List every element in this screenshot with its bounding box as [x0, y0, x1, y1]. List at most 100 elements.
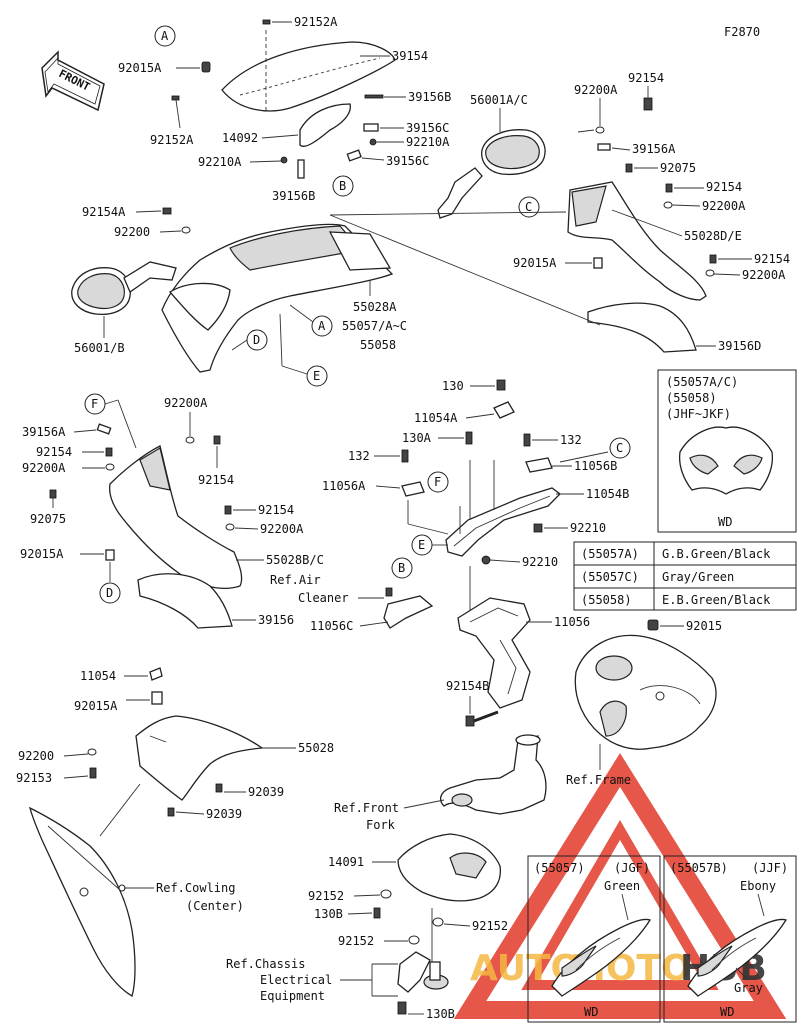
label-92154-5: 92154: [198, 473, 234, 487]
label-56001AC: 56001A/C: [470, 93, 528, 107]
upper-cowl-55028DE: [567, 181, 707, 301]
label-56001B: 56001/B: [74, 341, 125, 355]
decal2-code: (55057B): [670, 861, 728, 875]
callout-B-1: B: [339, 179, 346, 193]
label-55057AC: 55057/A~C: [342, 319, 407, 333]
label-11054B: 11054B: [586, 487, 629, 501]
decal2-color: Ebony: [740, 879, 776, 893]
label-92152-3: 92152: [338, 934, 374, 948]
label-130A: 130A: [402, 431, 432, 445]
label-92154B: 92154B: [446, 679, 489, 693]
stay-11054B: [445, 487, 561, 557]
lower-cowl-55028BC: [108, 445, 243, 589]
table-color-1: G.B.Green/Black: [662, 547, 771, 561]
ref-air-1: Ref.Air: [270, 573, 321, 587]
label-55058: 55058: [360, 338, 396, 352]
callout-C-1: C: [525, 200, 532, 214]
callout-D-1: D: [253, 333, 260, 347]
decal-box-1: [527, 855, 661, 1023]
label-92015A-3: 92015A: [20, 547, 64, 561]
label-130B-2: 130B: [426, 1007, 455, 1021]
windshield-39154: [221, 30, 396, 112]
front-arrow-icon: [41, 50, 105, 112]
label-92154A: 92154A: [82, 205, 126, 219]
decal1-caption: WD: [584, 1005, 598, 1019]
label-92210A-1: 92210A: [406, 135, 450, 149]
bolt-92154B: [465, 710, 499, 727]
decal2-caption: WD: [720, 1005, 734, 1019]
center-cowling: [29, 806, 136, 997]
ref-air-2: Cleaner: [298, 591, 349, 605]
callout-C-2: C: [616, 441, 623, 455]
label-132-2: 132: [348, 449, 370, 463]
label-55028: 55028: [298, 741, 334, 755]
color-table: [573, 541, 797, 611]
label-92039-1: 92039: [248, 785, 284, 799]
ref-fork-2: Fork: [366, 818, 396, 832]
label-92015A-1: 92015A: [118, 61, 162, 75]
decal1-code: (55057): [534, 861, 585, 875]
label-92015A-4: 92015A: [74, 699, 118, 713]
callout-F-1: F: [434, 475, 441, 489]
label-11056C: 11056C: [310, 619, 353, 633]
callout-D-2: D: [106, 586, 113, 600]
variant-line2: (55058): [666, 391, 717, 405]
callout-E-2: E: [418, 538, 425, 552]
label-39156D: 39156D: [718, 339, 761, 353]
label-92015: 92015: [686, 619, 722, 633]
label-92075-2: 92075: [30, 512, 66, 526]
label-132-1: 132: [560, 433, 582, 447]
label-92210A-2: 92210A: [198, 155, 242, 169]
decal1-color: Green: [604, 879, 640, 893]
cover-14091: [397, 833, 502, 902]
variant-line3: (JHF~JKF): [666, 407, 731, 421]
callout-B-2: B: [398, 561, 405, 575]
label-92200-b: 92200: [18, 749, 54, 763]
label-39156C-2: 39156C: [386, 154, 429, 168]
decal2-color2: Gray: [734, 981, 763, 995]
decal2-model: (JJF): [752, 861, 788, 875]
label-130B-1: 130B: [314, 907, 343, 921]
frame-part: [574, 634, 717, 750]
label-11056: 11056: [554, 615, 590, 629]
label-92210: 92210: [570, 521, 606, 535]
label-92075-1: 92075: [660, 161, 696, 175]
label-92200A-2: 92200A: [702, 199, 746, 213]
table-code-1: (55057A): [581, 547, 639, 561]
variant-caption: WD: [718, 515, 732, 529]
table-color-2: Gray/Green: [662, 570, 734, 584]
ref-cowling-1: Ref.Cowling: [156, 881, 235, 895]
ref-chassis-1: Ref.Chassis: [226, 957, 305, 971]
callout-E-1: E: [313, 369, 320, 383]
callout-A-1: A: [161, 29, 169, 43]
label-39156A-2: 39156A: [22, 425, 66, 439]
label-14092: 14092: [222, 131, 258, 145]
label-11056A: 11056A: [322, 479, 366, 493]
table-code-2: (55057C): [581, 570, 639, 584]
figure-id: F2870: [724, 25, 760, 39]
label-92154-3: 92154: [754, 252, 790, 266]
label-92200A-4: 92200A: [22, 461, 66, 475]
label-39156C-1: 39156C: [406, 121, 449, 135]
label-92152A-top: 92152A: [294, 15, 338, 29]
ref-cowling-2: (Center): [186, 899, 244, 913]
label-92154-1: 92154: [628, 71, 664, 85]
label-11054: 11054: [80, 669, 116, 683]
label-39156: 39156: [258, 613, 294, 627]
label-92039-2: 92039: [206, 807, 242, 821]
label-92154-6: 92154: [258, 503, 294, 517]
inner-cover-55028: [135, 715, 264, 801]
label-11054A: 11054A: [414, 411, 458, 425]
label-55028BC: 55028B/C: [266, 553, 324, 567]
ref-fork-1: Ref.Front: [334, 801, 399, 815]
label-92200A-1: 92200A: [574, 83, 618, 97]
label-92152-1: 92152: [308, 889, 344, 903]
table-color-3: E.B.Green/Black: [662, 593, 771, 607]
decal-box-2: [663, 855, 797, 1023]
variant-fairing-front: [678, 426, 774, 495]
label-39156A-1: 39156A: [632, 142, 676, 156]
chassis-electrical: [397, 951, 449, 993]
table-code-3: (55058): [581, 593, 632, 607]
label-14091: 14091: [328, 855, 364, 869]
